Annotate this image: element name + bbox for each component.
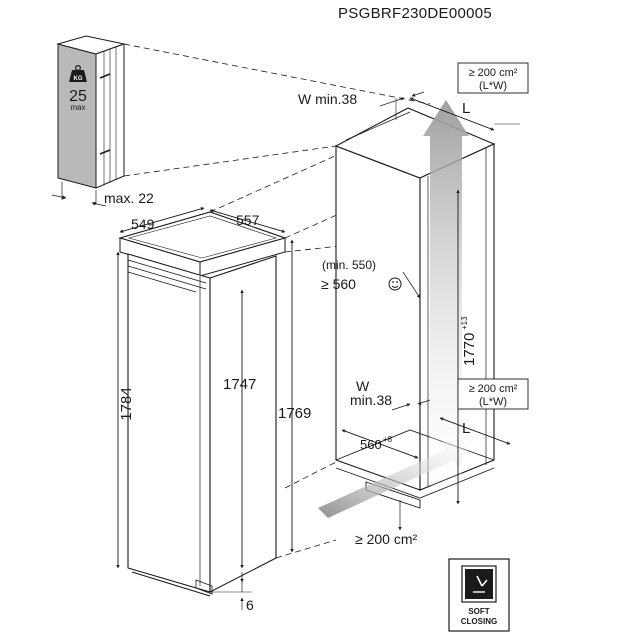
niche-group: W min.38 L ≥ 200 cm² (L*W) (min. 550) ≥ …	[298, 62, 529, 547]
niche-width-label: 560	[360, 437, 382, 452]
weight-unit: KG	[74, 76, 83, 82]
appliance-dimension-lines	[116, 207, 294, 610]
soft-closing-line2: CLOSING	[461, 617, 497, 626]
smiley-icon	[388, 277, 402, 291]
appliance-width-label: 557	[236, 212, 260, 228]
niche-height-label-group: 1770 +13	[460, 316, 478, 366]
soft-closing-icon	[461, 565, 497, 603]
document-code: PSGBRF230DE00005	[338, 5, 492, 22]
appliance-height-label: 1784	[118, 387, 135, 420]
niche-depth-min: (min. 550)	[322, 258, 376, 272]
appliance-total-height-label: 1769	[278, 405, 311, 422]
weight-icon: KG	[69, 64, 87, 82]
vent-top-area: ≥ 200 cm²	[469, 67, 518, 79]
vent-mid-formula: (L*W)	[479, 396, 507, 408]
weight-suffix: max	[70, 103, 85, 112]
niche-width-tolerance: +8	[383, 435, 393, 444]
appliance-bottom-gap-label: 6	[246, 597, 254, 613]
niche-depth-recommended: ≥ 560	[321, 276, 356, 292]
door-thickness-label: max. 22	[104, 190, 154, 206]
niche-bottom-wall-gap-w: W	[356, 378, 370, 394]
vent-top-formula: (L*W)	[479, 80, 507, 92]
appliance-drawing	[118, 211, 287, 597]
airflow-arrows	[318, 100, 474, 518]
appliance-inner-height-label: 1747	[223, 376, 256, 393]
door-panel-drawing	[56, 35, 126, 189]
niche-bottom-wall-gap-min: min.38	[350, 392, 392, 408]
niche-height-label: 1770	[461, 333, 478, 366]
appliance-depth-label: 549	[131, 216, 155, 232]
vent-top-box: ≥ 200 cm² (L*W)	[457, 62, 529, 94]
niche-top-wall-gap: W min.38	[298, 91, 357, 107]
niche-height-tolerance: +13	[460, 316, 469, 330]
door-panel-group: KG 25 max max. 22	[51, 35, 154, 207]
appliance-group: 549 557 1784 1747 1769 6	[116, 207, 311, 613]
vent-bottom-area: ≥ 200 cm²	[355, 531, 417, 547]
niche-dimension-lines	[341, 91, 520, 531]
soft-closing-badge: SOFT CLOSING	[448, 558, 510, 632]
niche-top-length: L	[462, 100, 470, 117]
weight-value: 25	[69, 88, 87, 105]
vent-mid-area: ≥ 200 cm²	[469, 383, 518, 395]
soft-closing-line1: SOFT	[468, 607, 489, 616]
niche-bottom-length: L	[462, 420, 470, 437]
thickness-dimension	[51, 182, 107, 207]
vent-mid-box: ≥ 200 cm² (L*W)	[457, 378, 529, 410]
